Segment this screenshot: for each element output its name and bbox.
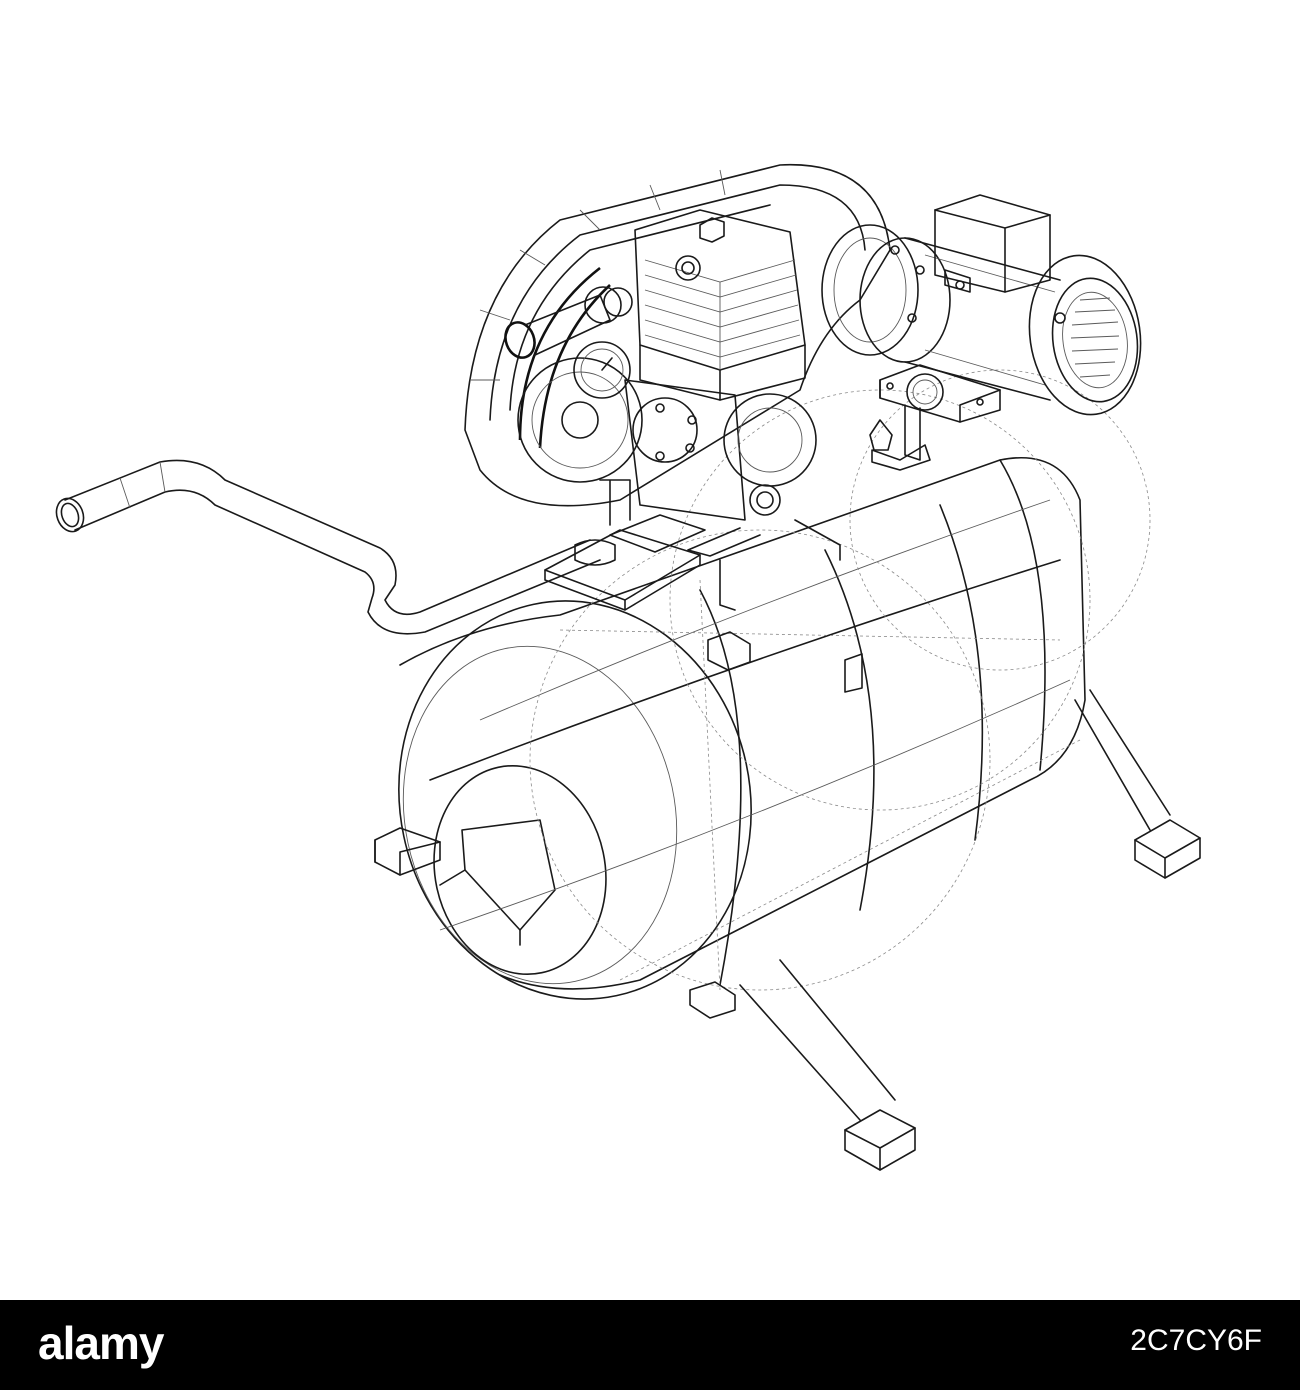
intake-filter-and-gauge: [504, 286, 944, 471]
cylinder-head: [624, 209, 817, 521]
belt-guard: [464, 163, 891, 507]
stock-image-id: 2C7CY6F: [1130, 1324, 1262, 1357]
tank-legs: [374, 689, 1201, 1171]
stock-footer-bar: alamy 2C7CY6F: [0, 1300, 1300, 1390]
handle-pipe: [55, 459, 601, 635]
pump-mounting-plate: [544, 479, 841, 611]
brand-logo: alamy: [38, 1317, 164, 1369]
wireframe-drawing: [55, 163, 1201, 1171]
air-tank: [398, 369, 1151, 1000]
electric-motor: [821, 194, 1142, 423]
